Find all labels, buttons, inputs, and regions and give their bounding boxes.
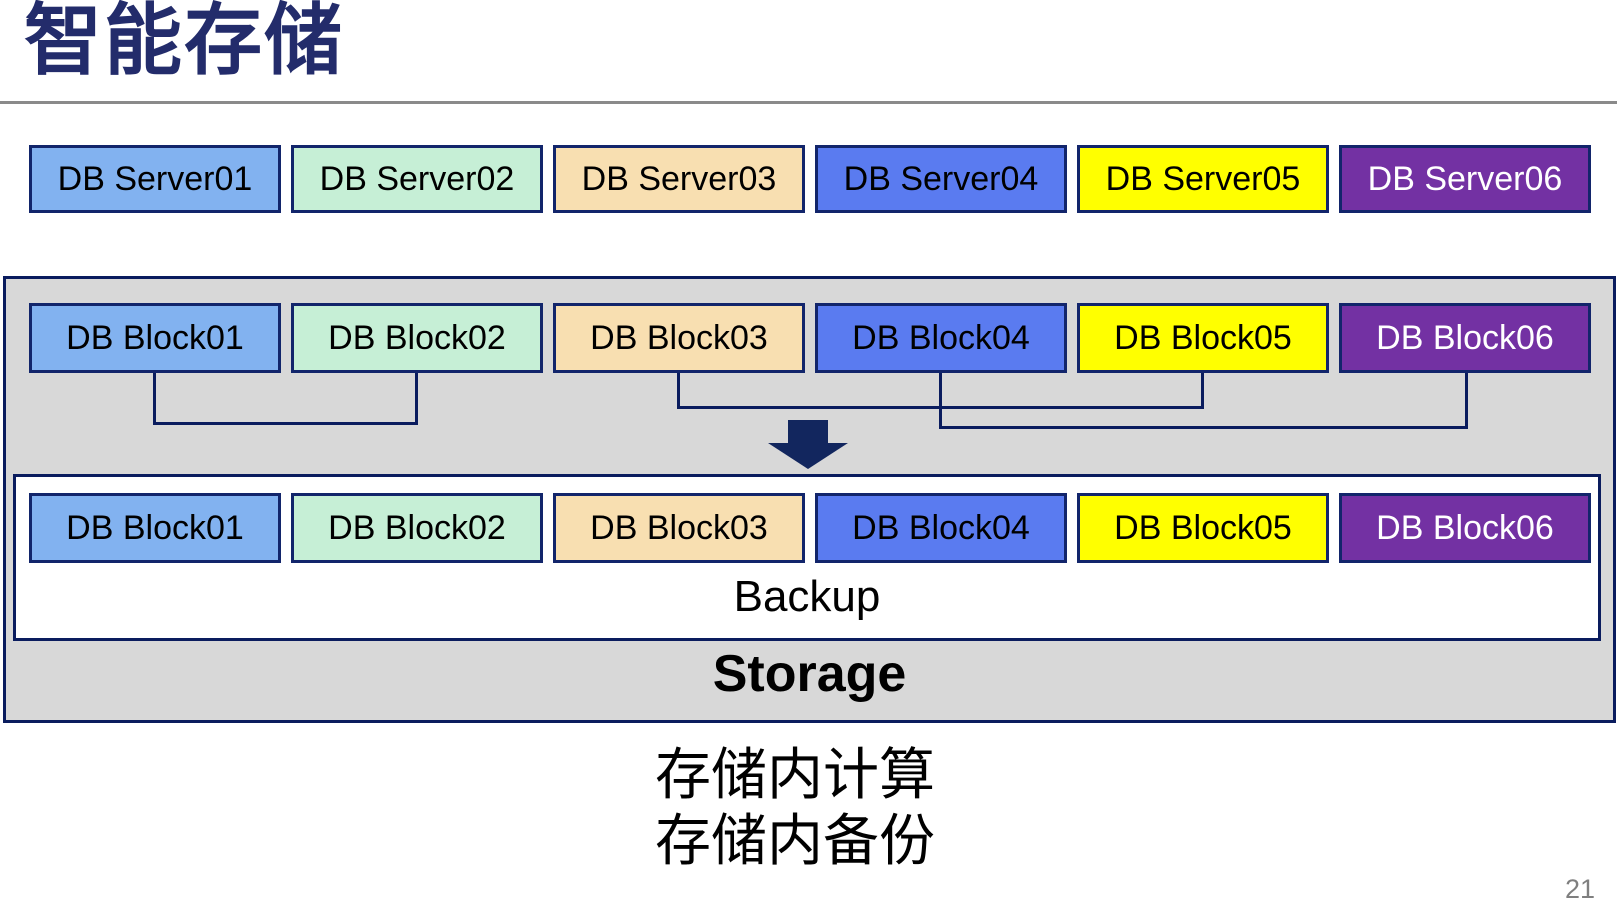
- connector-line: [1465, 373, 1468, 429]
- page-title: 智能存储: [24, 0, 345, 84]
- connector-line: [415, 373, 418, 425]
- title-divider: [0, 101, 1617, 104]
- db-server-box-06: DB Server06: [1339, 145, 1591, 213]
- caption-line-2: 存储内备份: [655, 808, 935, 872]
- backup-label: Backup: [733, 572, 881, 621]
- db-block-top-06: DB Block06: [1339, 303, 1591, 373]
- connector-line: [153, 373, 156, 425]
- down-arrow-icon: [768, 443, 848, 469]
- db-block-bottom-06: DB Block06: [1339, 493, 1591, 563]
- connector-line: [1201, 373, 1204, 409]
- db-block-top-03: DB Block03: [553, 303, 805, 373]
- caption-line-1: 存储内计算: [655, 743, 935, 806]
- db-block-top-02: DB Block02: [291, 303, 543, 373]
- db-block-top-05: DB Block05: [1077, 303, 1329, 373]
- connector-line: [677, 373, 680, 409]
- db-block-bottom-02: DB Block02: [291, 493, 543, 563]
- db-server-box-03: DB Server03: [553, 145, 805, 213]
- db-server-box-05: DB Server05: [1077, 145, 1329, 213]
- connector-line: [939, 426, 1468, 429]
- storage-label: Storage: [712, 645, 907, 703]
- db-block-top-04: DB Block04: [815, 303, 1067, 373]
- db-block-bottom-05: DB Block05: [1077, 493, 1329, 563]
- connector-line: [939, 373, 942, 429]
- db-server-box-04: DB Server04: [815, 145, 1067, 213]
- db-block-bottom-04: DB Block04: [815, 493, 1067, 563]
- down-arrow-icon: [788, 420, 828, 444]
- db-server-box-01: DB Server01: [29, 145, 281, 213]
- db-server-box-02: DB Server02: [291, 145, 543, 213]
- db-block-top-01: DB Block01: [29, 303, 281, 373]
- page-number: 21: [1564, 874, 1596, 904]
- db-block-bottom-03: DB Block03: [553, 493, 805, 563]
- connector-line: [153, 422, 418, 425]
- db-block-bottom-01: DB Block01: [29, 493, 281, 563]
- captions: 存储内计算 存储内备份: [655, 742, 935, 873]
